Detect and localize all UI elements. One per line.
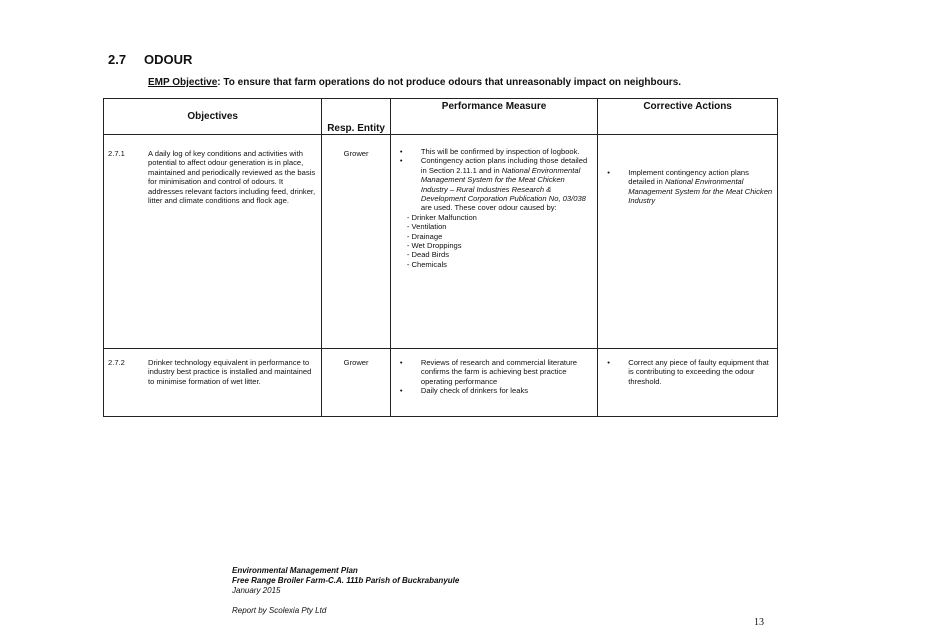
footer-date: January 2015 xyxy=(232,586,281,595)
table-header: Objectives Resp. Entity Performance Meas… xyxy=(102,98,778,135)
corrective-cell: Implement contingency action plans detai… xyxy=(597,134,778,349)
objective-text: Drinker technology equivalent in perform… xyxy=(148,358,312,386)
header-objectives: Objectives xyxy=(102,98,323,135)
objective-text: A daily log of key conditions and activi… xyxy=(148,149,316,206)
cause-item: - Chemicals xyxy=(406,259,447,269)
footer-author: Report by Scolexia Pty Ltd xyxy=(232,606,327,615)
cause-item: - Dead Birds xyxy=(406,250,450,260)
odour-table: Objectives Resp. Entity Performance Meas… xyxy=(102,98,778,417)
table-row: 2.7.1 A daily log of key conditions and a… xyxy=(102,134,778,349)
footer: Environmental Management Plan Free Range… xyxy=(232,566,459,616)
table-row: 2.7.2 Drinker technology equivalent in pe… xyxy=(102,348,778,417)
footer-title: Environmental Management Plan xyxy=(232,566,358,575)
section-number: 2.7 xyxy=(108,52,127,67)
cause-item: - Drainage xyxy=(406,231,443,241)
section-heading: 2.7 ODOUR xyxy=(108,52,192,67)
list-item: Daily check of drinkers for leaks xyxy=(391,386,597,396)
row-id: 2.7.2 xyxy=(108,358,125,367)
row-id: 2.7.1 xyxy=(108,149,125,158)
list-item: Implement contingency action plans detai… xyxy=(598,168,777,206)
corrective-cell: Correct any piece of faulty equipment th… xyxy=(597,348,778,417)
performance-cell: Reviews of research and commercial liter… xyxy=(389,348,599,417)
page-number: 13 xyxy=(754,617,764,628)
list-item: Contingency action plans including those… xyxy=(391,156,597,212)
performance-cell: This will be confirmed by inspection of … xyxy=(389,134,599,349)
header-corrective: Corrective Actions xyxy=(597,98,778,135)
cause-item: - Drinker Malfunction xyxy=(406,212,477,222)
header-performance: Performance Measure xyxy=(389,98,599,135)
list-item: Correct any piece of faulty equipment th… xyxy=(598,358,777,386)
footer-subtitle: Free Range Broiler Farm-C.A. 111b Parish… xyxy=(232,576,460,585)
objective-cell: 2.7.1 A daily log of key conditions and a… xyxy=(102,134,323,349)
list-item: Reviews of research and commercial liter… xyxy=(391,358,597,386)
emp-label: EMP Objective xyxy=(148,77,218,88)
emp-text: : To ensure that farm operations do not … xyxy=(217,77,682,88)
list-item: This will be confirmed by inspection of … xyxy=(391,147,597,157)
section-title: ODOUR xyxy=(144,52,193,67)
emp-objective: EMP Objective: To ensure that farm opera… xyxy=(148,77,681,88)
cause-item: - Ventilation xyxy=(406,222,447,232)
header-resp: Resp. Entity xyxy=(321,98,391,135)
objective-cell: 2.7.2 Drinker technology equivalent in pe… xyxy=(102,348,323,417)
cause-item: - Wet Droppings xyxy=(406,241,462,251)
resp-cell: Grower xyxy=(321,348,391,417)
resp-cell: Grower xyxy=(321,134,391,349)
